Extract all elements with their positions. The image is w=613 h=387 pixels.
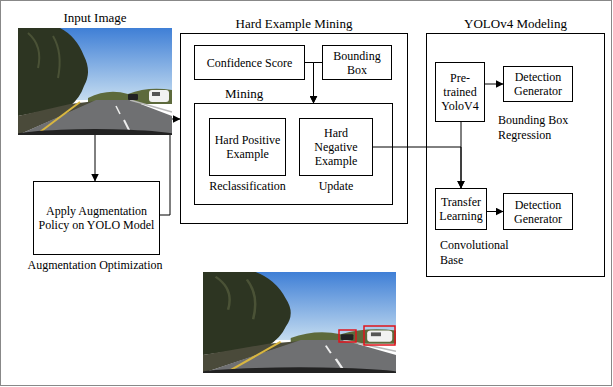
box-text: Hard Negative Example bbox=[303, 126, 369, 168]
process-box: Hard Negative Example bbox=[299, 118, 373, 176]
process-box: Transfer Learning bbox=[435, 188, 487, 230]
process-box: Apply Augmentation Policy on YOLO Model bbox=[33, 181, 160, 255]
flow-arrow bbox=[373, 147, 461, 188]
caption-label: Bounding Box Regression bbox=[498, 113, 580, 143]
caption-label: Convolutional Base bbox=[440, 238, 520, 268]
flow-arrow bbox=[314, 63, 323, 104]
box-text: Transfer Learning bbox=[439, 195, 483, 223]
process-box: Detection Generator bbox=[503, 193, 573, 230]
process-box: Pre-trained YoloV4 bbox=[435, 62, 485, 122]
group-heading: YOLOv4 Modeling bbox=[427, 16, 604, 31]
flow-arrow bbox=[305, 63, 314, 104]
process-box: Bounding Box bbox=[322, 45, 392, 80]
output-photo bbox=[203, 272, 396, 373]
box-text: Bounding Box bbox=[326, 49, 388, 77]
box-text: Detection Generator bbox=[507, 198, 569, 226]
flow-arrow bbox=[95, 135, 96, 181]
group-heading: Hard Example Mining bbox=[181, 16, 407, 31]
box-text: Detection Generator bbox=[507, 70, 569, 98]
stage-group: Hard Example MiningConfidence ScoreBound… bbox=[180, 33, 408, 224]
process-box: Detection Generator bbox=[503, 66, 573, 102]
image-panel: Input Image bbox=[18, 28, 172, 135]
process-box: Confidence Score bbox=[194, 45, 305, 80]
caption-label: Augmentation Optimization bbox=[5, 258, 185, 273]
input-photo bbox=[18, 28, 172, 135]
group-heading: Mining bbox=[225, 86, 263, 101]
caption-label: Reclassification bbox=[200, 179, 295, 194]
flow-arrow bbox=[485, 84, 503, 85]
group-heading: Input Image bbox=[18, 10, 172, 25]
box-text: Apply Augmentation Policy on YOLO Model bbox=[37, 204, 156, 232]
flow-arrow bbox=[487, 211, 503, 212]
box-text: Hard Positive Example bbox=[213, 133, 282, 161]
process-box: Hard Positive Example bbox=[209, 118, 286, 176]
box-text: Confidence Score bbox=[207, 56, 293, 70]
box-text: Pre-trained YoloV4 bbox=[439, 71, 481, 113]
flow-arrow bbox=[461, 122, 462, 188]
caption-label: Update bbox=[296, 179, 376, 194]
